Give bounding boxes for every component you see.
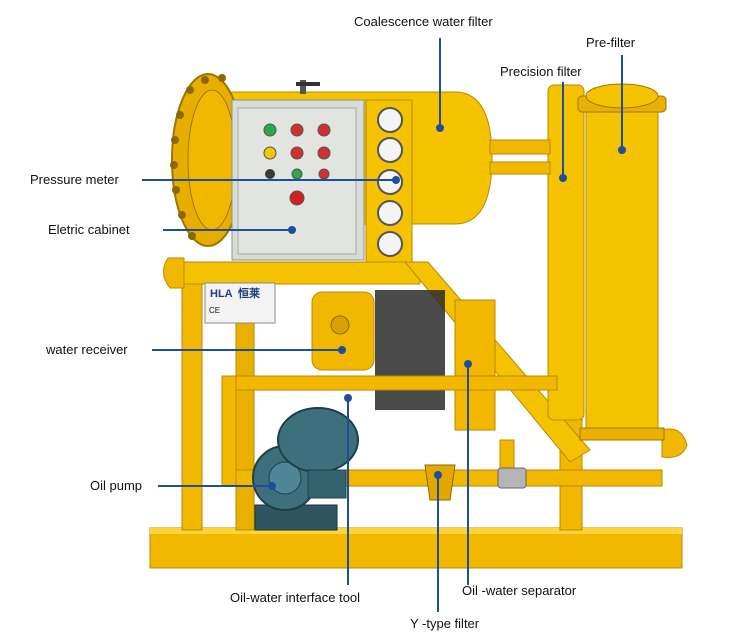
nameplate-logo: HLA — [210, 288, 233, 300]
y-type-filter — [424, 464, 456, 501]
label-precision-filter: Precision filter — [500, 64, 582, 79]
pump-motor — [277, 407, 359, 473]
base-skid — [149, 527, 683, 569]
oil-water-separator — [454, 299, 496, 431]
frame-ear-right — [661, 428, 688, 458]
label-pre-filter: Pre-filter — [586, 35, 636, 50]
connecting-pipe-top — [489, 139, 551, 155]
pump-base — [254, 504, 338, 531]
frame-top-beam — [181, 261, 421, 285]
flange-bolts — [170, 74, 226, 240]
separator-wiring — [375, 290, 445, 410]
cabinet-indicator-lights — [263, 123, 331, 206]
label-electric-cabinet: Eletric cabinet — [48, 222, 130, 237]
leader-lines — [142, 38, 626, 612]
ball-valve — [497, 467, 527, 489]
nameplate — [204, 282, 276, 324]
label-oil-pump: Oil pump — [90, 478, 143, 493]
frame-left-post — [181, 264, 203, 531]
nameplate-ce: CE — [209, 306, 221, 315]
connecting-pipe-mid — [489, 161, 551, 175]
label-water-receiver: water receiver — [46, 342, 128, 357]
vessel-valve-handle — [296, 82, 320, 86]
vessel-valve-stem — [300, 80, 306, 94]
pump-coupling — [307, 469, 347, 499]
label-oil-water-separator: Oil -water separator — [462, 583, 577, 598]
label-oil-water-interface-tool: Oil-water interface tool — [230, 590, 361, 605]
pre-filter-base — [579, 427, 665, 441]
nameplate-logo-cn: 恒莱 — [238, 288, 260, 300]
vertical-pipe-left — [221, 375, 237, 487]
vessel-flange-inner — [187, 89, 237, 231]
pre-filter — [585, 104, 659, 436]
label-coalescence-water-filter: Coalescence water filter — [354, 14, 493, 29]
precision-filter — [547, 84, 585, 421]
label-pressure-meter: Pressure meter — [30, 172, 119, 187]
horizontal-pipe-upper — [221, 375, 558, 391]
frame-diagonal-brace — [403, 261, 591, 463]
label-y-type-filter: Y -type filter — [410, 616, 480, 631]
oil-pump-face — [268, 461, 302, 495]
frame-ear-left — [163, 257, 185, 289]
base-skid-top — [150, 528, 682, 534]
receiver-port — [330, 315, 350, 335]
pressure-gauges — [377, 107, 403, 257]
